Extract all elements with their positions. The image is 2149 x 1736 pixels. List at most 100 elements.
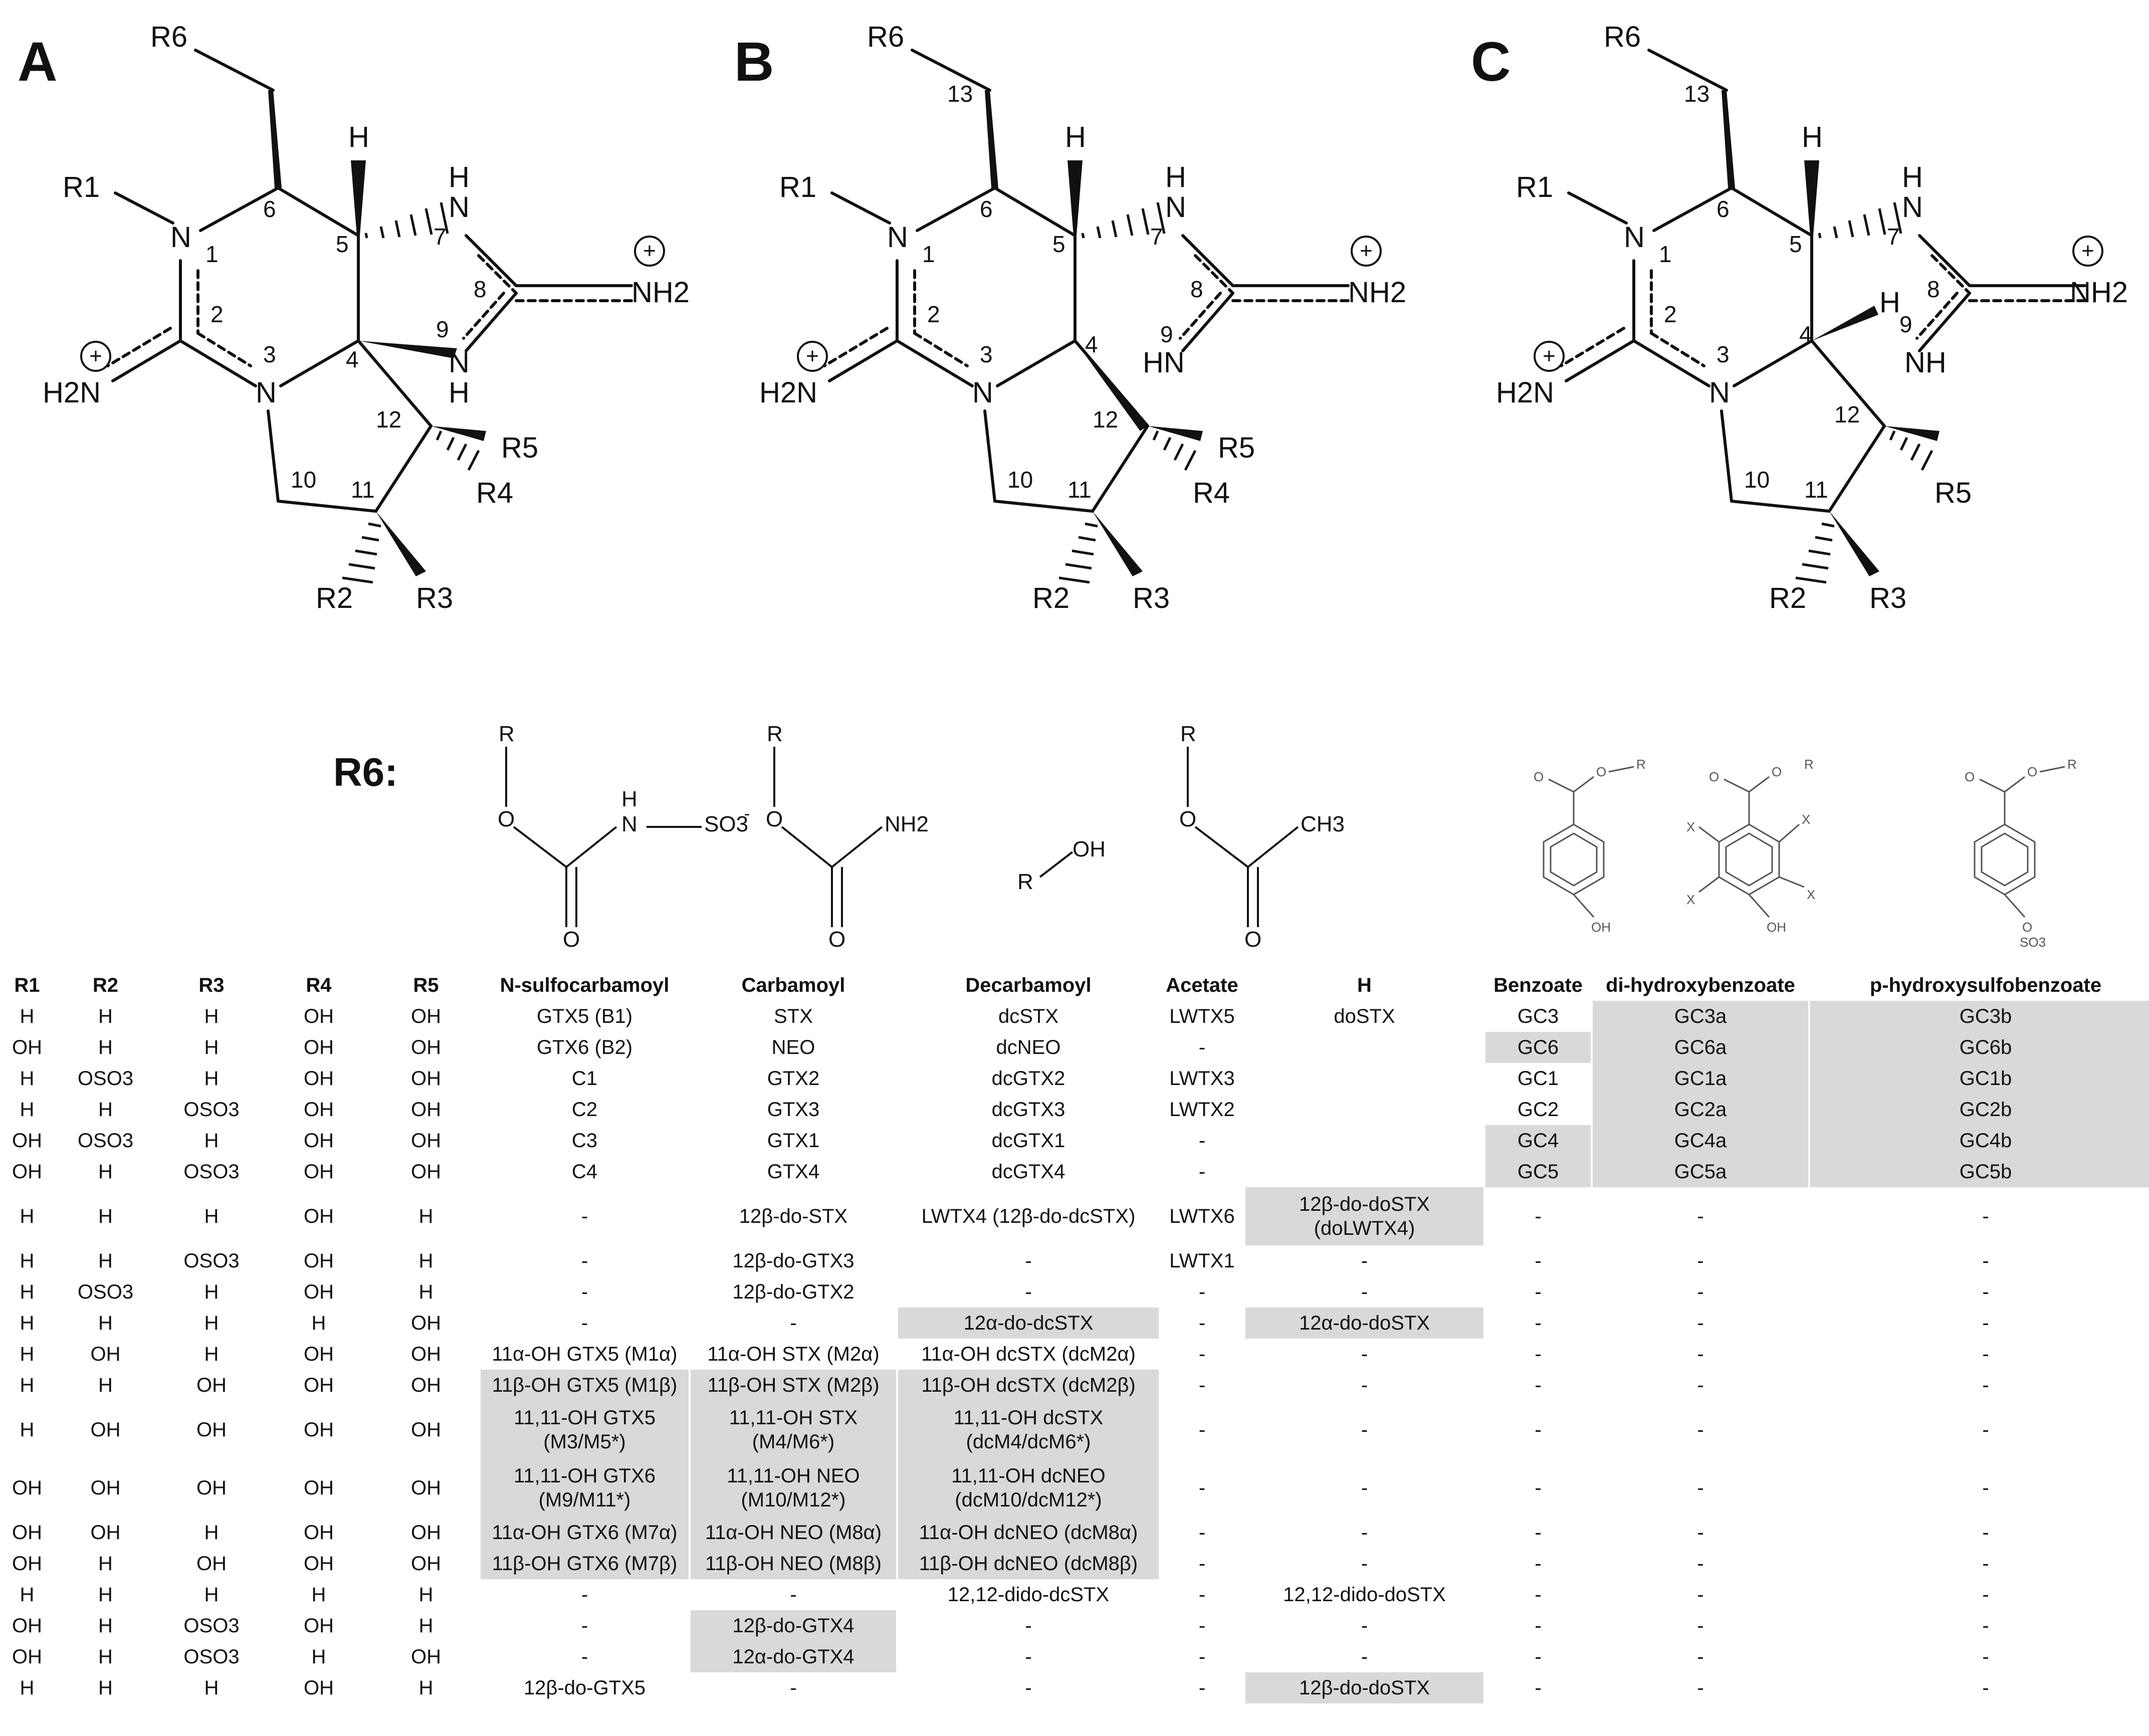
table-cell: - [1535,1477,1542,1499]
table-cell: OH [196,1477,227,1499]
table-cell: NEO [771,1036,815,1058]
table-cell: H [98,1374,113,1396]
table-cell: - [1198,1477,1206,1499]
table-cell: - [1361,1553,1368,1575]
table-cell: 11α-OH NEO (M8α) [691,1517,896,1548]
table-cell: OH [304,1205,334,1227]
table-cell: 11,11-OH GTX6 (M9/M11*) [481,1459,689,1517]
atom-nh2: NH2 [1348,276,1407,309]
table-cell: OH [12,1646,42,1668]
table-cell: LWTX6 [1169,1205,1235,1227]
r6-dh-o2: O [1772,764,1782,779]
locant-11: 11 [1067,477,1092,503]
col-header: di-hydroxybenzoate [1606,974,1795,996]
table-cell: - [1697,1250,1704,1272]
r6-a-o: O [1179,807,1197,831]
atom-h: H [1802,121,1823,153]
locant-3: 3 [263,341,276,367]
table-cell: OSO3 [183,1250,240,1272]
table-cell: - [581,1250,588,1272]
table-cell: 11,11-OH dcNEO (dcM10/dcM12*) [898,1459,1159,1517]
r6-ps-o: O [1965,769,1975,784]
table-cell: - [1361,1477,1368,1499]
atom-h: H [1065,121,1086,153]
table-cell: H [204,1343,219,1365]
r6-ns-o2: O [563,927,580,952]
table-cell: - [581,1615,588,1637]
table-cell: - [1697,1343,1704,1365]
structures-panel [0,0,2149,702]
locant-3: 3 [980,341,993,367]
locant-1: 1 [1659,241,1672,267]
table-cell: OH [90,1522,121,1544]
table-cell: 11α-OH dcSTX (dcM2α) [921,1343,1136,1365]
atom-r1: R1 [63,171,100,203]
table-cell: - [1697,1584,1704,1606]
table-cell: 11β-OH STX (M2β) [691,1370,896,1401]
structure-a-atoms: R6 R1 N H N H NH2 + N H N H2N + R5 R4 R2… [0,0,702,702]
table-cell: H [204,1036,219,1058]
table-cell: 11β-OH GTX6 (M7β) [481,1548,689,1579]
r6-ns-n: N [621,812,637,836]
locant-3: 3 [1716,341,1730,367]
table-cell: OH [12,1161,42,1183]
table-cell: OH [411,1477,441,1499]
r6-c-o2: O [828,927,846,952]
r6-dh-x3: X [1686,819,1695,834]
table-cell: OH [12,1522,42,1544]
table-cell: OH [411,1374,441,1396]
table-cell: - [1535,1281,1542,1303]
table-cell: - [1697,1477,1704,1499]
r6-c-r: R [767,722,783,746]
r6-ns-h: H [621,787,637,811]
table-cell: - [1361,1281,1368,1303]
r6-ns-so3: SO3 [704,812,749,836]
table-cell: H [98,1036,113,1058]
table-cell: - [1025,1250,1032,1272]
table-cell: 12α-do-dcSTX [898,1308,1159,1339]
table-cell: - [1535,1419,1542,1441]
table-cell: - [1697,1374,1704,1396]
table-cell: - [1535,1615,1542,1637]
atom-r5: R5 [1218,431,1255,464]
toxin-table-grid: R1 R2 R3 R4 R5 N-sulfocarbamoyl Carbamoy… [0,970,2149,1703]
r6-dh-oh: OH [1767,920,1786,935]
table-cell: 12β-do-doSTX (doLWTX4) [1245,1187,1483,1245]
atom-h2n: H2N [1496,376,1555,409]
table-cell: 11β-OH NEO (M8β) [691,1548,896,1579]
table-cell: H [20,1312,35,1334]
table-cell: - [1982,1374,1989,1396]
table-cell: OH [411,1005,441,1027]
table-cell: H [20,1099,35,1121]
table-cell: H [98,1161,113,1183]
table-cell: H [20,1677,35,1699]
table-cell: - [790,1677,797,1699]
table-cell: OH [304,1099,334,1121]
table-cell: - [1025,1615,1032,1637]
table-cell [1245,1032,1483,1063]
table-cell: OH [304,1374,334,1396]
table-cell: H [20,1281,35,1303]
table-cell: - [1697,1205,1704,1227]
table-cell: OH [304,1036,334,1058]
table-cell: 12β-do-doSTX [1245,1672,1483,1703]
table-cell: - [581,1281,588,1303]
table-cell: - [1535,1250,1542,1272]
table-cell [1245,1063,1483,1094]
table-cell: 11,11-OH NEO (M10/M12*) [691,1459,896,1517]
table-cell: - [1198,1374,1206,1396]
atom-hn9: HN [1143,346,1185,379]
table-cell: - [581,1584,588,1606]
table-cell: H [418,1205,434,1227]
r6-decarbamoyl [1039,851,1073,878]
r6-b-r: R [1636,757,1646,772]
table-cell: H [20,1250,35,1272]
r6-ps-r: R [2067,757,2077,772]
table-cell: GTX3 [767,1099,820,1121]
